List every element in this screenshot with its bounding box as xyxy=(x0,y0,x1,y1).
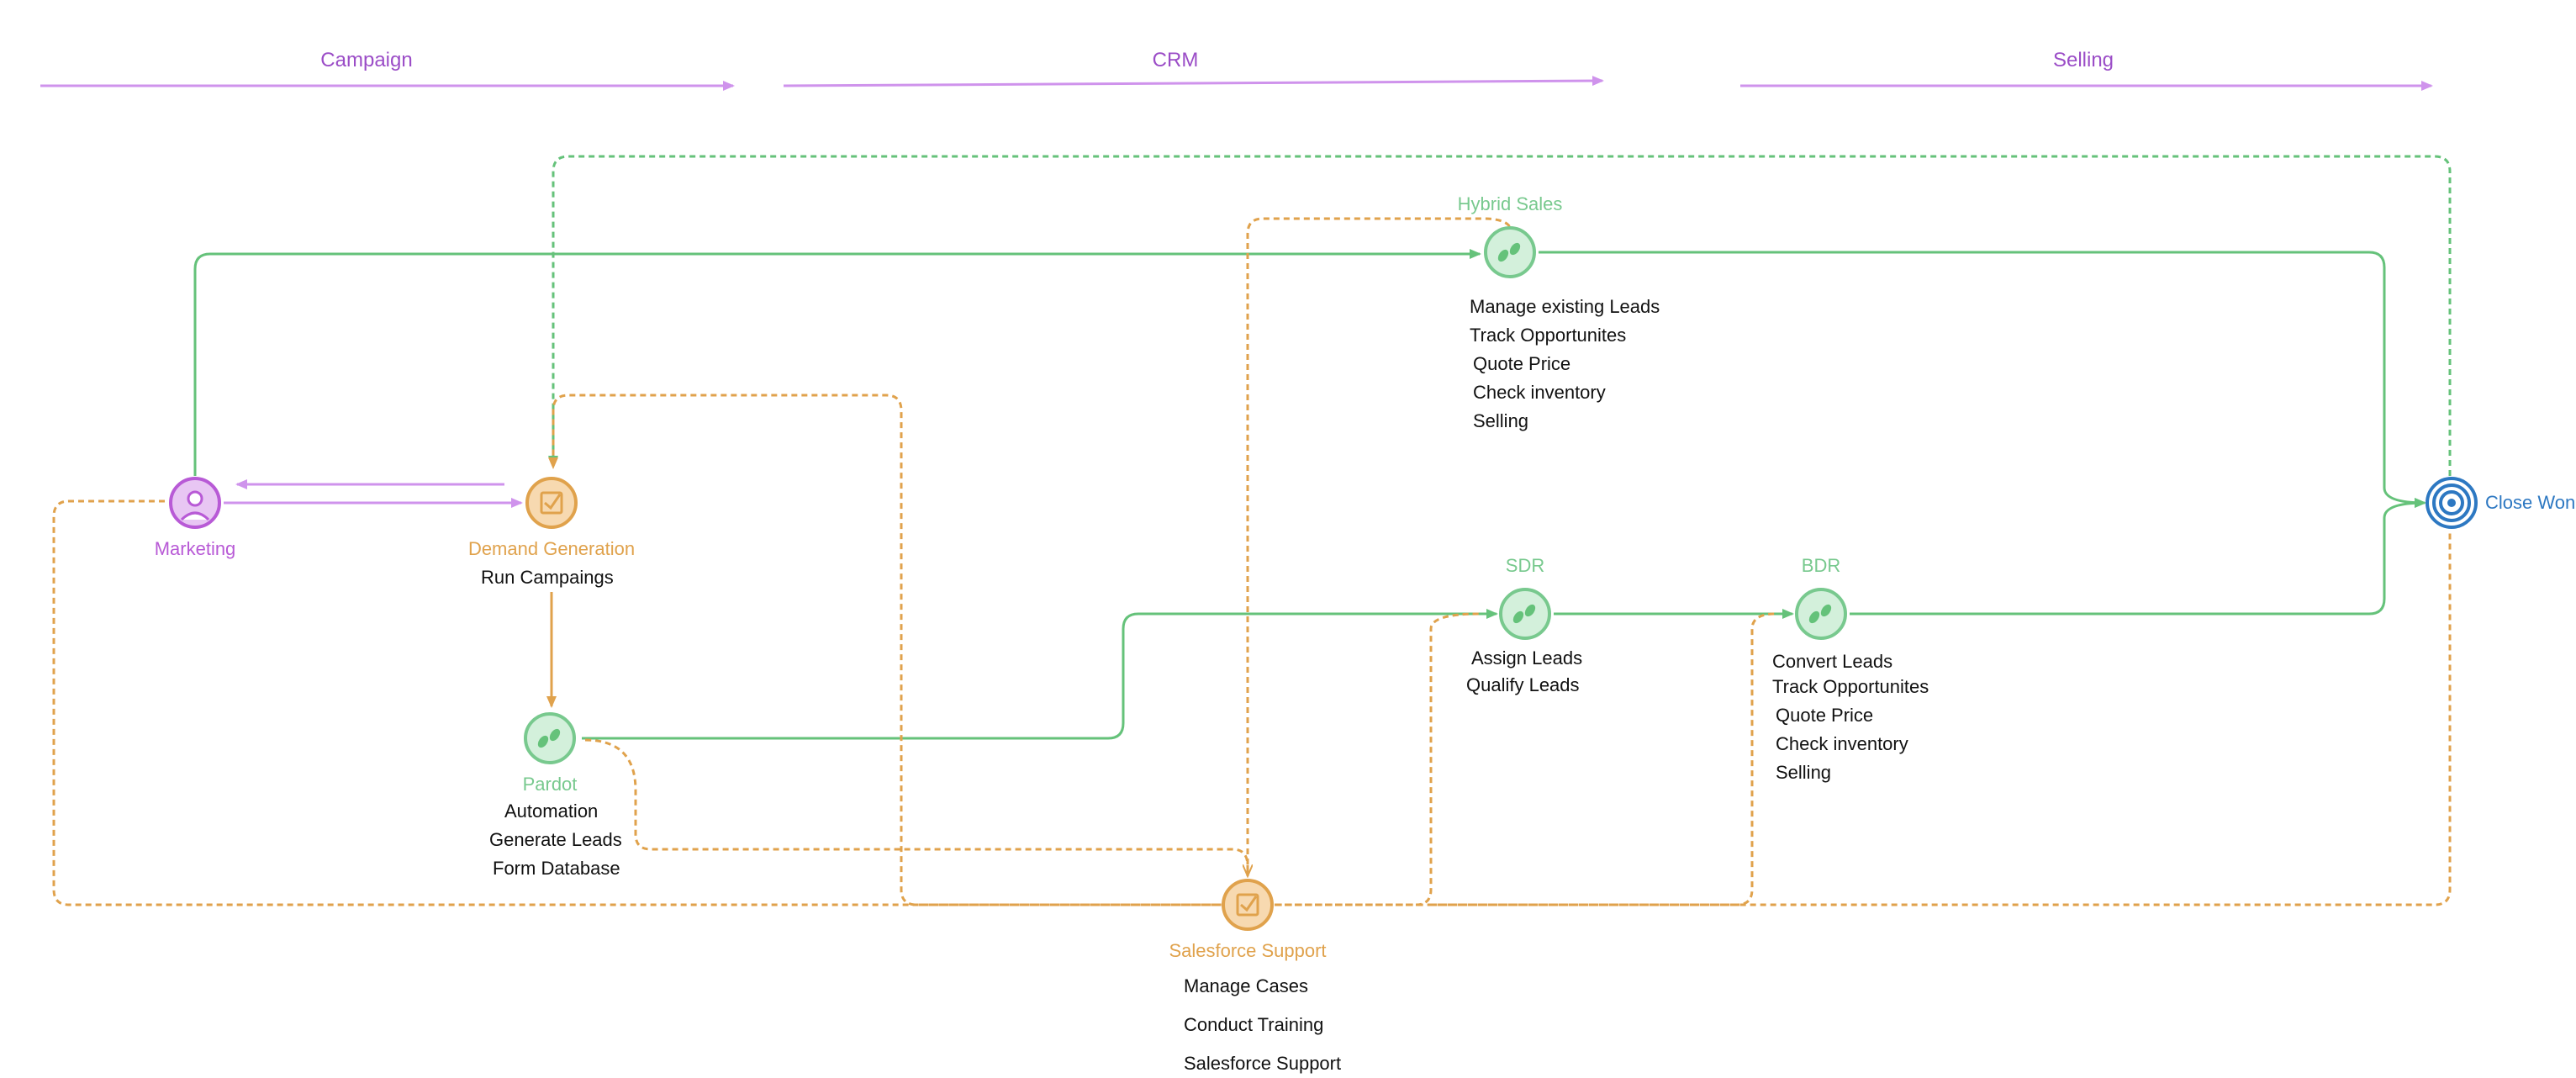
sdr-node[interactable] xyxy=(1498,587,1552,641)
footsteps-icon xyxy=(1795,588,1847,640)
edge-support-to-demand xyxy=(548,394,1248,906)
marketing-title: Marketing xyxy=(154,538,236,559)
description-line: Selling xyxy=(1473,410,1529,431)
footsteps-icon xyxy=(1499,588,1551,640)
footsteps-icon xyxy=(1484,226,1536,278)
description-line: Generate Leads xyxy=(489,829,622,850)
description-line: Check inventory xyxy=(1776,733,1908,754)
description-line: Assign Leads xyxy=(1471,647,1583,668)
edge-support-to-sdr xyxy=(1275,612,1481,906)
edge-hybrid-sales-to-close-won xyxy=(1539,251,2426,508)
description-line: Run Campaings xyxy=(481,567,614,588)
bdr-title: BDR xyxy=(1801,555,1841,576)
sdr-title: SDR xyxy=(1505,555,1545,576)
marketing-node[interactable] xyxy=(168,476,222,530)
demand-generation-description: Run Campaings xyxy=(481,563,614,592)
description-line: Quote Price xyxy=(1473,353,1571,374)
phase-label-crm: CRM xyxy=(1152,49,1199,71)
salesforce-support-node[interactable] xyxy=(1221,878,1275,932)
description-line: Selling xyxy=(1776,762,1832,783)
sdr-description: Assign Leads Qualify Leads xyxy=(1466,644,1582,698)
hybrid-sales-node[interactable] xyxy=(1483,225,1537,279)
description-line: Automation xyxy=(504,801,599,822)
checkbox-icon xyxy=(525,477,578,529)
close-won-node[interactable] xyxy=(2425,476,2478,530)
pardot-node[interactable] xyxy=(523,711,577,765)
phase-label-campaign: Campaign xyxy=(320,49,413,71)
demand-generation-node[interactable] xyxy=(525,476,578,530)
salesforce-support-description: Manage Cases Conduct Training Salesforce… xyxy=(1184,972,1341,1078)
phase-label-selling: Selling xyxy=(2052,49,2114,71)
demand-generation-title: Demand Generation xyxy=(467,538,636,559)
description-line: Convert Leads xyxy=(1772,651,1893,672)
hybrid-sales-description: Manage existing Leads Track Opportunites… xyxy=(1470,293,1660,436)
edge-pardot-to-sdr xyxy=(582,609,1498,740)
pardot-description: Automation Generate Leads Form Database xyxy=(489,797,622,883)
hybrid-sales-title: Hybrid Sales xyxy=(1457,193,1563,214)
description-line: Quote Price xyxy=(1776,705,1874,726)
edge-close-won-to-demand xyxy=(548,155,2452,476)
edge-bdr-to-close-won xyxy=(1850,498,2426,616)
edge-support-to-bdr xyxy=(1431,612,1776,906)
description-line: Track Opportunites xyxy=(1470,325,1627,346)
description-line: Manage existing Leads xyxy=(1470,296,1660,317)
phase-arrow-crm xyxy=(783,76,1604,87)
close-won-title: Close Won xyxy=(2485,492,2576,513)
description-line: Track Opportunites xyxy=(1772,676,1929,697)
checkbox-icon xyxy=(1222,879,1274,931)
description-line: Salesforce Support xyxy=(1184,1053,1342,1074)
description-line: Conduct Training xyxy=(1184,1014,1324,1035)
edge-support-to-hybrid-sales xyxy=(1246,217,1512,875)
person-icon xyxy=(169,477,221,529)
bdr-description: Convert Leads Track Opportunites Quote P… xyxy=(1772,647,1929,787)
description-line: Qualify Leads xyxy=(1466,674,1580,695)
bdr-node[interactable] xyxy=(1794,587,1848,641)
target-icon xyxy=(2426,477,2478,529)
description-line: Form Database xyxy=(493,858,620,879)
edge-marketing-support-loop xyxy=(52,499,2452,906)
footsteps-icon xyxy=(524,712,576,764)
description-line: Manage Cases xyxy=(1184,975,1308,996)
edge-pardot-to-support xyxy=(584,738,1248,876)
pardot-title: Pardot xyxy=(522,774,578,795)
salesforce-support-title: Salesforce Support xyxy=(1169,940,1327,961)
description-line: Check inventory xyxy=(1473,382,1606,403)
edge-marketing-to-hybrid-sales xyxy=(193,249,1481,476)
